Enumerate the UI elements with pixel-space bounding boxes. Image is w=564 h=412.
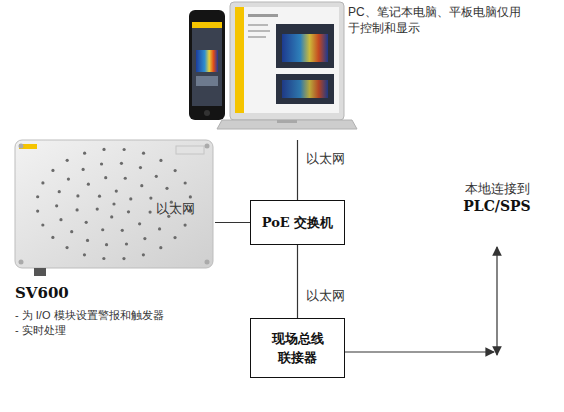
perforation-dot bbox=[82, 168, 85, 171]
perforation-dot bbox=[83, 152, 86, 155]
perforation-dot bbox=[36, 195, 39, 198]
perforation-dot bbox=[70, 230, 73, 233]
plc-link-label: PLC/SPS bbox=[437, 198, 557, 214]
client-devices: PC、笔记本电脑、平板电脑仅用于控制和显示 bbox=[185, 0, 560, 140]
perforation-dot bbox=[120, 162, 123, 165]
perforation-dot bbox=[41, 223, 44, 226]
perforation-dot bbox=[67, 177, 70, 180]
perforation-dot bbox=[155, 175, 158, 178]
perforation-dot bbox=[98, 195, 101, 198]
laptop-illustration bbox=[217, 2, 357, 129]
box-label: 现场总线 联接器 bbox=[267, 329, 329, 367]
perforation-dot bbox=[104, 176, 107, 179]
perforation-dot bbox=[174, 169, 177, 172]
device-note: - 实时处理 bbox=[15, 323, 215, 338]
ethernet-connector bbox=[297, 140, 298, 200]
sv600-device bbox=[15, 140, 213, 276]
process-box: PoE 交换机 bbox=[250, 200, 345, 245]
perforation-dot bbox=[124, 177, 127, 180]
perforation-dot bbox=[189, 195, 192, 198]
ethernet-connector bbox=[297, 245, 298, 318]
perforation-dot bbox=[112, 202, 115, 205]
device-name: SV600 bbox=[15, 284, 215, 302]
perforation-dot bbox=[36, 210, 39, 213]
perforation-dot bbox=[173, 236, 176, 239]
device-note: - 为 I/O 模块设置警报和触发器 bbox=[15, 308, 215, 323]
perforation-dot bbox=[159, 159, 162, 162]
perforation-dot bbox=[100, 162, 103, 165]
perforation-dot bbox=[86, 239, 89, 242]
perforation-dot bbox=[102, 148, 105, 151]
perforation-dot bbox=[143, 237, 146, 240]
plc-link-arrows bbox=[345, 247, 497, 355]
perforation-dot bbox=[58, 190, 61, 193]
perforation-dot bbox=[41, 181, 44, 184]
perforation-dot bbox=[121, 229, 124, 232]
perforation-dot bbox=[149, 196, 152, 199]
perforation-dot bbox=[158, 227, 161, 230]
perforation-dot bbox=[127, 210, 130, 213]
perforation-dot bbox=[83, 253, 86, 256]
perforation-dot bbox=[51, 169, 54, 172]
perforation-dot bbox=[142, 152, 145, 155]
perforation-dot bbox=[159, 246, 162, 249]
perforation-dot bbox=[129, 197, 132, 200]
connection-label: 以太网 bbox=[306, 150, 345, 168]
perforation-dot bbox=[142, 253, 145, 256]
phone-illustration bbox=[189, 10, 225, 120]
perforation-dot bbox=[66, 159, 69, 162]
connection-label: 以太网 bbox=[156, 200, 195, 218]
perforation-dot bbox=[138, 222, 141, 225]
sv600-unit: SV600 - 为 I/O 模块设置警报和触发器- 实时处理 bbox=[15, 138, 215, 348]
box-label: PoE 交换机 bbox=[262, 213, 334, 232]
perforation-dot bbox=[125, 242, 128, 245]
perforation-dot bbox=[105, 243, 108, 246]
perforation-dot bbox=[65, 246, 68, 249]
perforation-dot bbox=[85, 221, 88, 224]
ethernet-connector bbox=[215, 222, 250, 223]
perforation-dot bbox=[55, 204, 58, 207]
connection-label: 以太网 bbox=[306, 287, 345, 305]
perforation-dot bbox=[110, 215, 113, 218]
perforation-dot bbox=[115, 190, 118, 193]
perforation-dot bbox=[76, 208, 79, 211]
perforation-dot bbox=[102, 257, 105, 260]
perforation-dot bbox=[184, 224, 187, 227]
perforation-dot bbox=[87, 183, 90, 186]
perforation-dot bbox=[139, 166, 142, 169]
perforation-dot bbox=[76, 194, 79, 197]
perforation-dot bbox=[148, 210, 151, 213]
perforation-dot bbox=[101, 228, 104, 231]
perforation-dot bbox=[184, 181, 187, 184]
perforation-dot bbox=[165, 187, 168, 190]
perforation-dot bbox=[123, 148, 126, 151]
plc-link-label: 本地连接到 bbox=[437, 180, 557, 198]
perforation-dot bbox=[96, 207, 99, 210]
device-note: PC、笔记本电脑、平板电脑仅用于控制和显示 bbox=[348, 4, 529, 36]
perforation-dot bbox=[122, 257, 125, 260]
perforation-dot bbox=[51, 236, 54, 239]
perforation-dot bbox=[59, 218, 62, 221]
perforation-dot bbox=[140, 184, 143, 187]
process-box: 现场总线 联接器 bbox=[250, 318, 345, 378]
